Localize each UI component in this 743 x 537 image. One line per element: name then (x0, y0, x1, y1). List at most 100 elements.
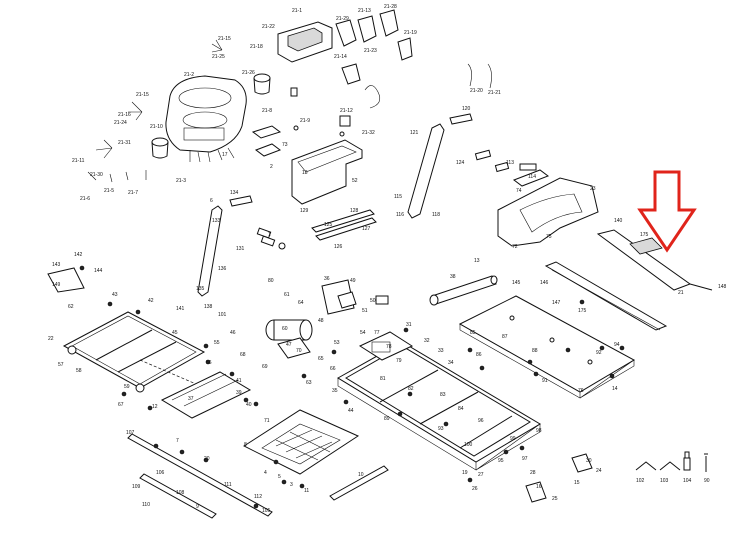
callout-label: 73 (282, 142, 288, 148)
callout-label: 21-29 (336, 16, 349, 22)
callout-label: 33 (438, 348, 444, 354)
callout-label: 13 (474, 258, 480, 264)
callout-label: 40 (246, 402, 252, 408)
callout-label: 136 (218, 266, 227, 272)
callout-label: 14 (612, 386, 618, 392)
console-base (165, 75, 247, 153)
callout-label: 138 (204, 304, 213, 310)
rear-roller (429, 275, 498, 306)
callout-label: 21-12 (340, 108, 353, 114)
callout-label: 67 (118, 402, 124, 408)
callout-label: 59 (124, 384, 130, 390)
callout-label: 148 (718, 284, 727, 290)
callout-label: 55 (214, 340, 220, 346)
callout-label: 11 (304, 488, 309, 494)
callout-label: 102 (636, 478, 645, 484)
callout-label: 45 (172, 330, 178, 336)
callout-label: 21-16 (118, 112, 131, 118)
callout-label: 146 (540, 280, 549, 286)
callout-label: 82 (408, 386, 414, 392)
console-screen (287, 27, 323, 52)
callout-label: 128 (350, 208, 359, 214)
callout-label: 144 (94, 268, 103, 274)
red-arrow-icon (637, 170, 697, 253)
callout-label: 51 (362, 308, 368, 314)
callout-label: 21-21 (488, 90, 501, 96)
callout-label: 21-26 (242, 70, 255, 76)
side-rail-highlighted (596, 229, 713, 291)
drive-motor (265, 279, 389, 359)
callout-label: 127 (362, 226, 371, 232)
callout-label: 88 (532, 348, 538, 354)
callout-label: 71 (264, 418, 270, 424)
callout-label: 46 (230, 330, 236, 336)
callout-label: 53 (334, 340, 340, 346)
callout-label: 61 (284, 292, 290, 298)
callout-label: 91 (542, 378, 548, 384)
callout-label: 41 (236, 378, 242, 384)
callout-label: 21-28 (384, 4, 397, 10)
callout-label: 25 (552, 496, 558, 502)
callout-label: 111 (224, 482, 232, 488)
callout-label: 44 (348, 408, 354, 414)
callout-label: 125 (324, 222, 333, 228)
callout-label: 10 (358, 472, 364, 478)
callout-label: 101 (218, 312, 227, 318)
callout-label: 21-25 (212, 54, 225, 60)
callout-label: 35 (332, 388, 338, 394)
callout-label: 92 (596, 350, 602, 356)
callout-label: 175 (640, 232, 649, 238)
callout-label: 145 (512, 280, 521, 286)
callout-label: 6 (210, 198, 213, 204)
right-upright (407, 113, 510, 219)
callout-label: 47 (286, 342, 292, 348)
callout-label: 133 (212, 218, 221, 224)
fasteners (79, 265, 625, 509)
callout-label: 34 (448, 360, 454, 366)
callout-label: 21-23 (364, 48, 377, 54)
callout-label: 21-18 (250, 44, 263, 50)
deck-rail (544, 261, 668, 331)
callout-label: 81 (380, 376, 386, 382)
callout-label: 7 (176, 438, 179, 444)
callout-label: 9 (196, 504, 199, 510)
callout-label: 134 (230, 190, 239, 196)
callout-label: 42 (148, 298, 154, 304)
callout-label: 75 (546, 234, 552, 240)
callout-label: 63 (306, 380, 312, 386)
callout-label: 57 (58, 362, 64, 368)
callout-label: 124 (456, 160, 465, 166)
callout-label: 79 (396, 358, 402, 364)
callout-label: 110 (142, 502, 150, 508)
incline-motor (47, 267, 85, 293)
callout-label: 54 (360, 330, 366, 336)
callout-label: 37 (188, 396, 194, 402)
callout-label: 104 (683, 478, 692, 484)
handlebar-frame (291, 139, 363, 205)
left-upright (197, 195, 286, 297)
callout-label: 62 (68, 304, 74, 310)
callout-label: 60 (282, 326, 288, 332)
callout-label: 135 (196, 286, 205, 292)
callout-label: 49 (350, 278, 356, 284)
callout-label: 22 (48, 336, 54, 342)
callout-label: 84 (458, 406, 464, 412)
callout-label: 52 (352, 178, 358, 184)
callout-label: 50 (370, 298, 376, 304)
callout-label: 21-32 (362, 130, 375, 136)
callout-label: 17 (222, 152, 228, 158)
callout-label: 8 (244, 442, 247, 448)
callout-label: 106 (156, 470, 165, 476)
callout-label: 72 (512, 244, 518, 250)
callout-label: 66 (330, 366, 336, 372)
callout-label: 26 (472, 486, 478, 492)
callout-label: 121 (410, 130, 419, 136)
callout-label: 21-2 (184, 72, 194, 78)
callout-label: 21-6 (80, 196, 90, 202)
callout-label: 69 (262, 364, 268, 370)
callout-label: 21-22 (262, 24, 275, 30)
callout-label: 94 (614, 342, 620, 348)
callout-label: 93 (438, 426, 444, 432)
